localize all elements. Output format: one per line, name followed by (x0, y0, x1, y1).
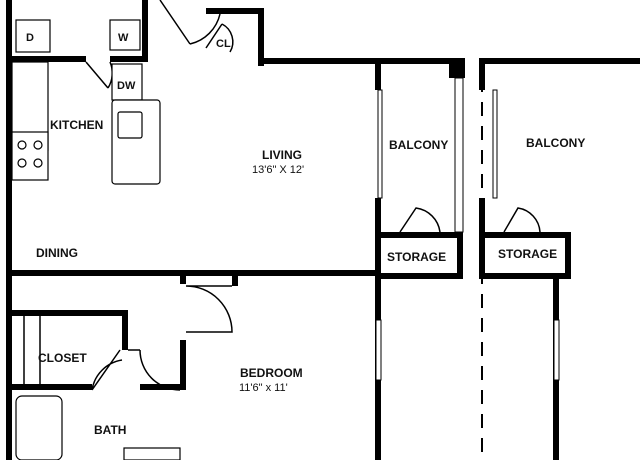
kitchen-label: KITCHEN (50, 118, 103, 132)
stove-icon (11, 131, 49, 181)
storage-1-door (399, 207, 441, 233)
unit-2-window (553, 319, 560, 381)
storage-1-right-wall (457, 232, 463, 278)
balcony-2-sliding-door (492, 89, 498, 199)
walls (6, 0, 640, 460)
bedroom-window (375, 319, 382, 381)
windows (375, 77, 560, 460)
balcony-2-wall-upper (479, 58, 485, 90)
laundry-bottom-wall-right (110, 56, 148, 62)
closet-top-wall (12, 310, 128, 316)
bedroom-label: BEDROOM (240, 366, 303, 380)
balcony-1-rail (454, 77, 464, 233)
cl-door (205, 23, 234, 53)
storage-1-top-wall (375, 232, 463, 238)
dining-label: DINING (36, 246, 78, 260)
balcony-wall-upper (375, 64, 381, 90)
burner-icon (17, 158, 27, 168)
labels: D W DW CL KITCHEN DINING LIVING 13'6" X … (26, 32, 585, 437)
sink-icon (117, 111, 143, 139)
cl-label: CL (216, 38, 231, 50)
storage-2-bottom-wall (479, 273, 571, 279)
fixtures (11, 19, 181, 460)
bathtub-icon (15, 395, 63, 460)
closet-right-wall (122, 310, 128, 350)
bath-label: BATH (94, 423, 126, 437)
burner-icon (33, 158, 43, 168)
washer-icon (109, 19, 141, 51)
vanity-icon (123, 447, 181, 460)
bedroom-dimensions: 11'6" x 11' (239, 382, 288, 394)
closet-label: CLOSET (38, 351, 87, 365)
closet-bottom-wall (12, 384, 92, 390)
living-bedroom-wall (12, 270, 375, 276)
dryer-icon (15, 19, 51, 53)
cl-right-wall (258, 8, 264, 66)
balcony-2-top-wall (479, 58, 640, 64)
closet-door (91, 349, 123, 391)
burner-icon (33, 140, 43, 150)
storage-1-bottom-wall (375, 273, 463, 279)
doors (85, 0, 541, 391)
bedroom-door (185, 285, 233, 333)
bedroom-door-jamb-2 (232, 276, 238, 286)
west-exterior-wall (6, 0, 12, 460)
bath-door (128, 349, 181, 391)
burner-icon (17, 140, 27, 150)
laundry-bottom-wall (6, 56, 86, 62)
living-dimensions: 13'6" X 12' (252, 164, 304, 176)
living-sliding-door (377, 89, 383, 199)
laundry-right-wall (142, 0, 148, 62)
balcony-1-label: BALCONY (389, 138, 448, 152)
storage-1-label: STORAGE (387, 250, 446, 264)
balcony-corner-post (449, 58, 465, 78)
laundry-door (85, 61, 114, 89)
bedroom-door-jamb (180, 276, 186, 284)
storage-2-door (503, 207, 541, 233)
balcony-2-label: BALCONY (526, 136, 585, 150)
living-label: LIVING (262, 148, 302, 162)
dryer-label: D (26, 32, 34, 44)
storage-2-top-wall (479, 232, 571, 238)
entry-door (159, 0, 221, 45)
storage-2-label: STORAGE (498, 247, 557, 261)
cl-top-wall (206, 8, 262, 14)
dishwasher-label: DW (117, 80, 136, 92)
dishwasher-icon (111, 63, 143, 101)
storage-2-right-wall (565, 232, 571, 278)
living-top-wall (258, 58, 465, 64)
washer-label: W (118, 32, 129, 44)
bedroom-west-wall (180, 340, 186, 390)
